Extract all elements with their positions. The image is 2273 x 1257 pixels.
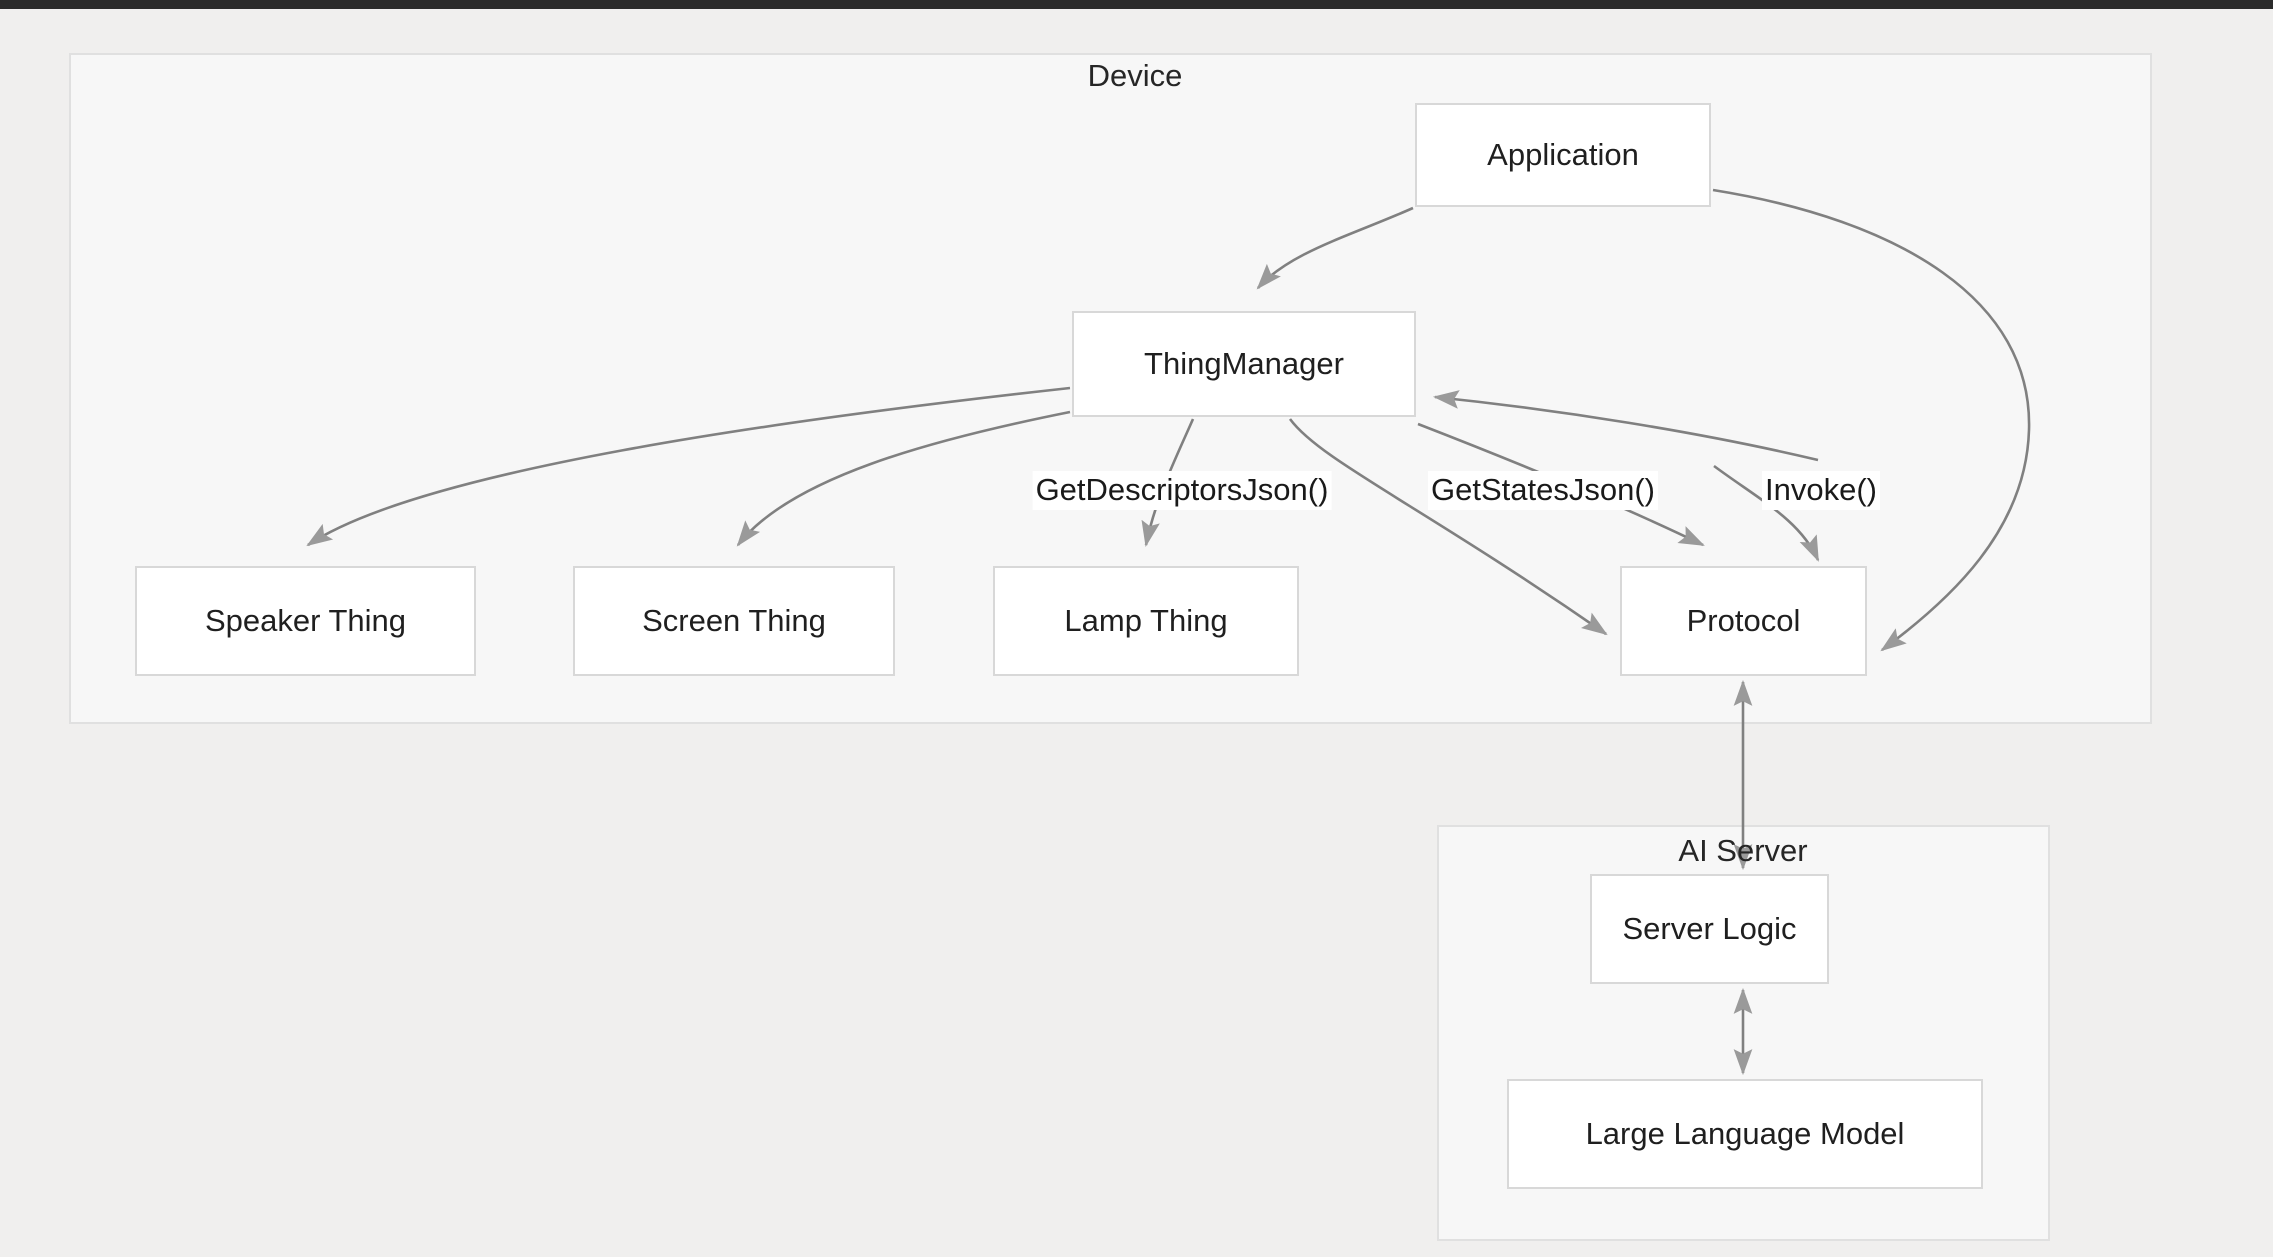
node-thingmanager[interactable]: ThingManager [1072, 311, 1416, 417]
node-protocol[interactable]: Protocol [1620, 566, 1867, 676]
node-screen-thing[interactable]: Screen Thing [573, 566, 895, 676]
edge-label-invoke: Invoke() [1762, 471, 1880, 510]
edge-label-getstatesjson: GetStatesJson() [1428, 471, 1658, 510]
group-ai-server-label: AI Server [1678, 833, 1808, 868]
edge-label-getdescriptorsjson: GetDescriptorsJson() [1032, 471, 1332, 510]
group-device-label: Device [1087, 58, 1183, 93]
node-server-logic[interactable]: Server Logic [1590, 874, 1829, 984]
node-lamp-thing[interactable]: Lamp Thing [993, 566, 1299, 676]
window-top-bar [0, 0, 2273, 9]
node-large-language-model[interactable]: Large Language Model [1507, 1079, 1983, 1189]
node-application[interactable]: Application [1415, 103, 1711, 207]
node-speaker-thing[interactable]: Speaker Thing [135, 566, 476, 676]
